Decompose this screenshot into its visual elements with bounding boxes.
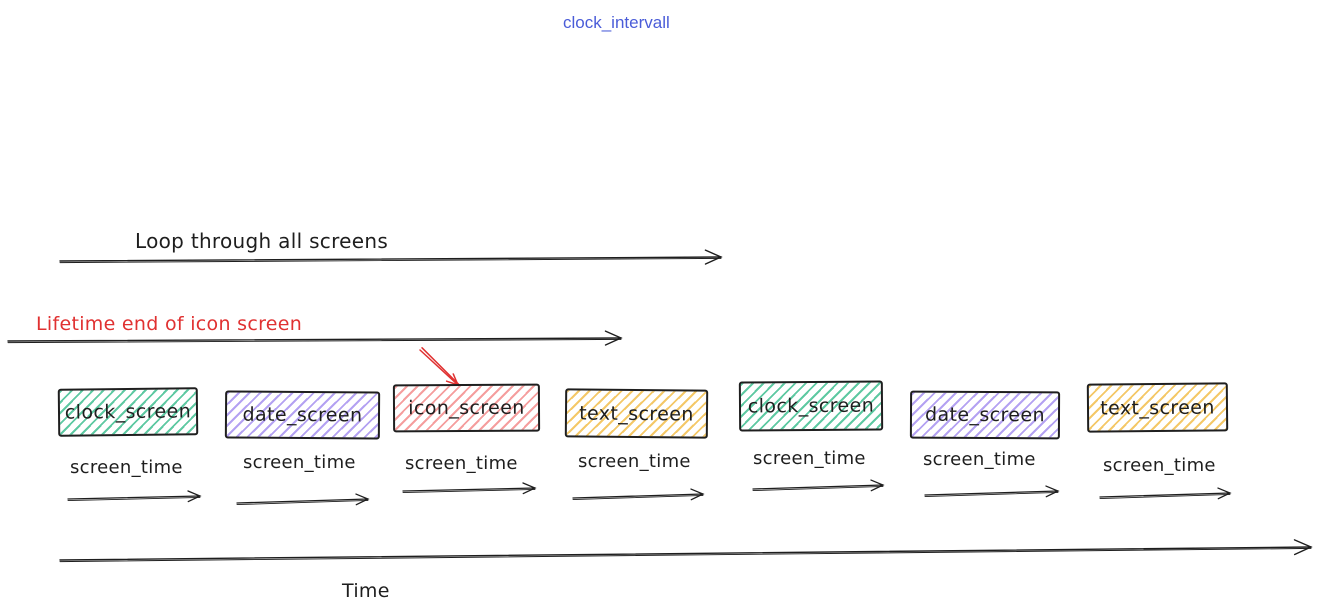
screen-box-clock_screen: clock_screen xyxy=(738,380,884,432)
screen-time-arrow xyxy=(236,493,370,506)
screen-time-arrow xyxy=(402,482,537,495)
screen-time-label: screen_time xyxy=(753,448,866,469)
time-axis-label: Time xyxy=(342,580,390,602)
screen-box-date_screen: date_screen xyxy=(909,390,1061,440)
screen-box-text_screen: text_screen xyxy=(1086,382,1229,433)
screen-box-label: date_screen xyxy=(242,403,363,427)
screen-box-label: date_screen xyxy=(924,403,1046,427)
icon-annotation-arrow xyxy=(419,347,460,387)
screen-box-label: clock_screen xyxy=(747,394,875,418)
diagram-title: clock_intervall xyxy=(563,13,670,32)
lifetime-arrow-label: Lifetime end of icon screen xyxy=(36,313,303,335)
screen-time-arrow xyxy=(924,485,1060,498)
screen-box-clock_screen: clock_screen xyxy=(57,387,199,437)
screen-box-label: text_screen xyxy=(1100,396,1215,419)
screen-box-label: text_screen xyxy=(579,402,694,425)
screen-time-arrow xyxy=(752,479,885,492)
screen-time-label: screen_time xyxy=(70,457,183,478)
screen-time-label: screen_time xyxy=(1103,455,1216,476)
screen-time-label: screen_time xyxy=(243,452,356,473)
screen-time-arrow xyxy=(572,488,705,501)
screen-box-icon_screen: icon_screen xyxy=(392,383,541,433)
screen-time-arrow xyxy=(67,490,202,503)
screen-box-date_screen: date_screen xyxy=(224,390,381,440)
screen-box-text_screen: text_screen xyxy=(564,388,709,439)
screen-time-label: screen_time xyxy=(578,451,691,472)
screen-time-arrow xyxy=(1099,487,1232,500)
loop-arrow-label: Loop through all screens xyxy=(135,229,389,253)
screen-time-label: screen_time xyxy=(923,449,1036,470)
time-arrow xyxy=(59,539,1313,563)
screen-box-label: icon_screen xyxy=(408,396,525,420)
screen-box-label: clock_screen xyxy=(64,400,192,424)
screen-time-label: screen_time xyxy=(405,453,518,474)
